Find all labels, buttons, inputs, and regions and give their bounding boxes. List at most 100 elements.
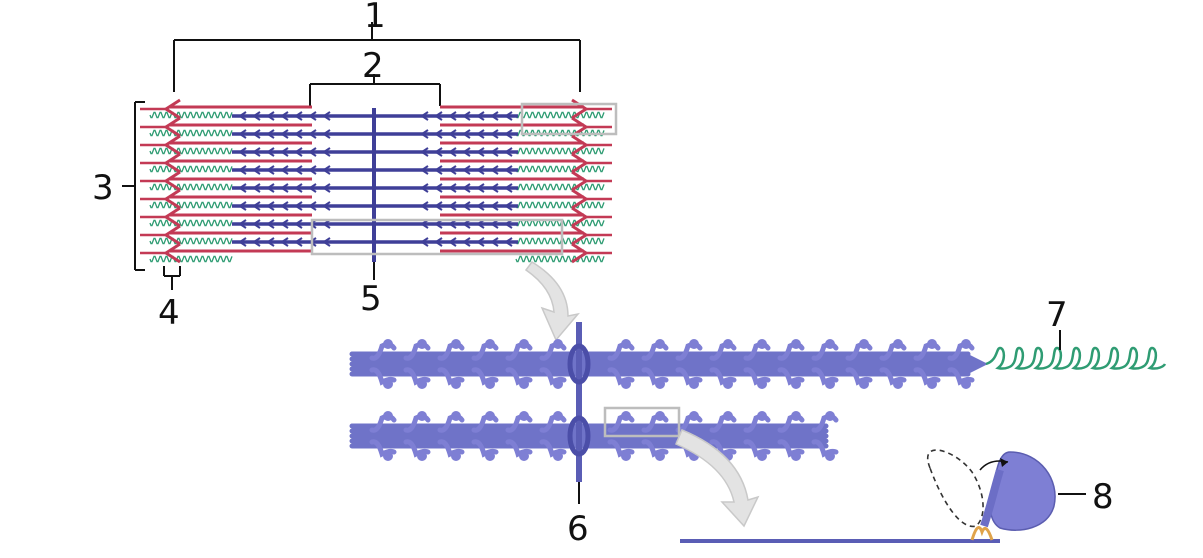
myosin-head: [477, 237, 485, 247]
myosin-head: [519, 339, 529, 349]
myosin-head: [417, 339, 427, 349]
titin-wave: [515, 201, 605, 209]
myosin-head: [309, 165, 317, 175]
callout-box-thick-filament: [310, 218, 564, 256]
myosin-head: [553, 451, 563, 461]
myosin-head: [239, 201, 247, 211]
myosin-head: [281, 237, 289, 247]
myosin-head: [723, 339, 733, 349]
myosin-head: [309, 147, 317, 157]
titin-wave: [515, 219, 605, 227]
myosin-head: [689, 411, 699, 421]
myosin-head: [989, 451, 1056, 531]
myosin-head: [323, 111, 331, 121]
myosin-head: [435, 129, 443, 139]
myosin-head: [239, 165, 247, 175]
myosin-head: [383, 451, 393, 461]
myosin-head: [491, 237, 499, 247]
myosin-head: [383, 379, 393, 389]
sarcomere-rows: [140, 98, 612, 264]
myosin-head: [253, 219, 261, 229]
myosin-head: [791, 339, 801, 349]
myosin-head: [449, 201, 457, 211]
myosin-head: [477, 111, 485, 121]
myosin-head: [689, 339, 699, 349]
myosin-head: [491, 201, 499, 211]
myosin-head: [825, 411, 835, 421]
label-6: 6: [567, 509, 589, 549]
myosin-head: [491, 165, 499, 175]
myosin-head: [825, 339, 835, 349]
myosin-head: [435, 147, 443, 157]
myosin-head: [253, 183, 261, 193]
myosin-head: [811, 439, 839, 458]
myosin-head: [253, 201, 261, 211]
myosin-head: [477, 165, 485, 175]
titin-wave: [149, 165, 233, 173]
myosin-head: [655, 379, 665, 389]
myosin-head: [477, 147, 485, 157]
myosin-head: [553, 411, 563, 421]
myosin-head: [463, 183, 471, 193]
callout-box-myosin: [603, 406, 681, 438]
myosin-head: [757, 411, 767, 421]
hinge: [970, 526, 994, 541]
myosin-head: [893, 379, 903, 389]
bracket-1: [173, 22, 581, 92]
myosin-head: [239, 183, 247, 193]
myosin-head: [505, 439, 533, 458]
myosin-head: [449, 165, 457, 175]
myosin-head: [491, 129, 499, 139]
myosin-head: [463, 237, 471, 247]
myosin-head: [485, 411, 495, 421]
myosin-head: [281, 165, 289, 175]
myosin-head: [253, 129, 261, 139]
label-8: 8: [1092, 477, 1114, 517]
myosin-head: [621, 339, 631, 349]
label-7: 7: [1046, 295, 1068, 335]
label-2: 2: [362, 46, 384, 86]
myosin-head: [505, 367, 533, 386]
titin-wave: [515, 111, 605, 119]
myosin-head: [777, 367, 805, 386]
myosin-head: [253, 111, 261, 121]
myosin-head: [295, 165, 303, 175]
myosin-head: [675, 367, 703, 386]
myosin-head: [421, 183, 429, 193]
myosin-head: [477, 201, 485, 211]
myosin-head: [309, 201, 317, 211]
myosin-head: [253, 237, 261, 247]
titin-wave: [149, 201, 233, 209]
myosin-head: [295, 237, 303, 247]
myosin-head: [927, 339, 937, 349]
myosin-head: [947, 367, 975, 386]
m-line-protein: [567, 322, 591, 482]
myosin-head: [519, 451, 529, 461]
myosin-head: [435, 165, 443, 175]
myosin-head: [449, 111, 457, 121]
myosin-head: [505, 237, 513, 247]
myosin-head: [471, 367, 499, 386]
myosin-head: [323, 165, 331, 175]
myosin-head: [723, 379, 733, 389]
myosin-head: [655, 339, 665, 349]
myosin-head: [267, 129, 275, 139]
myosin-head: [281, 147, 289, 157]
myosin-head: [879, 367, 907, 386]
myosin-head: [295, 201, 303, 211]
myosin-head: [811, 367, 839, 386]
myosin-head: [757, 339, 767, 349]
callout-box-titin: [520, 102, 618, 136]
myosin-head: [505, 147, 513, 157]
myosin-head: [791, 379, 801, 389]
myosin-head: [961, 379, 971, 389]
myosin-head: [295, 147, 303, 157]
myosin-head: [485, 379, 495, 389]
myosin-head: [369, 439, 397, 458]
myosin-head: [239, 147, 247, 157]
myosin-head: [463, 201, 471, 211]
myosin-head: [417, 379, 427, 389]
myosin-head: [435, 183, 443, 193]
zoomed-thick-filaments: [349, 339, 988, 461]
